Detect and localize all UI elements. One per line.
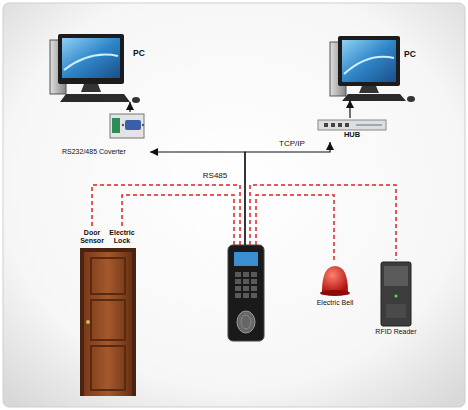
data-link [245, 142, 330, 245]
device-label: RS232/485 Coverter [62, 148, 126, 156]
signal-wire [122, 195, 234, 245]
data-link [129, 102, 130, 112]
terminal-screen [234, 252, 258, 266]
rfid-led [395, 295, 398, 298]
rfid-reader: RFID Reader [373, 260, 418, 338]
door-panel [91, 346, 125, 390]
data-link [349, 100, 350, 118]
keyboard [342, 94, 406, 101]
converter-body [110, 114, 144, 138]
mouse [132, 97, 140, 103]
fingerprint-sensor [237, 311, 255, 333]
keypad [235, 272, 257, 298]
rs232-485-converter: RS232/485 Coverter [60, 112, 150, 162]
door-panel [91, 300, 125, 340]
electric-bell: Electric Bell [310, 262, 360, 310]
hub-port [338, 123, 342, 127]
key [251, 272, 257, 277]
key [235, 279, 241, 284]
fingerprint-terminal [226, 245, 264, 342]
monitor-bezel [338, 36, 400, 86]
hub-port [324, 123, 328, 127]
monitor-screen [342, 40, 396, 82]
signal-wire [92, 185, 240, 245]
signal-wire [250, 185, 396, 260]
monitor-stand [359, 86, 379, 93]
fingerprint-ridge [241, 315, 251, 329]
rfid-pad [386, 304, 406, 318]
screen-swoosh [64, 55, 118, 70]
terminal-body [228, 245, 264, 341]
hub-port [331, 123, 335, 127]
rfid-window [384, 266, 408, 286]
key [235, 286, 241, 291]
rfid-body [381, 262, 411, 326]
door-leaf [84, 252, 132, 396]
link-label: RS485 [203, 171, 227, 180]
monitor-stand [81, 84, 101, 92]
hub-port [345, 123, 349, 127]
key [251, 279, 257, 284]
background-panel [3, 3, 465, 407]
pc-workstation: PC [318, 30, 420, 100]
device-label: Electric Lock [107, 229, 137, 245]
key [235, 293, 241, 298]
key [243, 272, 249, 277]
key [251, 293, 257, 298]
key [243, 293, 249, 298]
device-label: PC [404, 50, 416, 60]
key [251, 286, 257, 291]
key [243, 279, 249, 284]
keyboard [60, 94, 130, 102]
screen-swoosh [344, 57, 394, 74]
door-frame [80, 248, 136, 396]
data-link [150, 152, 245, 245]
terminal-block [112, 118, 120, 133]
screw [122, 124, 124, 126]
device-label: Electric Bell [317, 299, 354, 307]
screw [142, 124, 144, 126]
bell-base [320, 290, 350, 296]
key [235, 272, 241, 277]
device-label: PC [133, 49, 145, 59]
hub-strip [356, 124, 382, 126]
door-knob [86, 320, 90, 324]
door: Door SensorElectric Lock [75, 228, 140, 397]
device-label: HUB [344, 131, 360, 140]
db-connector [125, 120, 141, 130]
monitor-bezel [58, 34, 124, 84]
link-label: TCP/IP [279, 139, 305, 148]
bell-dome [322, 266, 348, 292]
device-label: Door Sensor [77, 229, 107, 245]
device-label: RFID Reader [375, 328, 416, 336]
mouse [407, 96, 415, 102]
monitor-screen [62, 38, 120, 78]
network-hub: HUB [315, 118, 388, 142]
door-panel [91, 258, 125, 294]
key [243, 286, 249, 291]
pc-workstation: PC [40, 30, 152, 102]
signal-wire [256, 195, 334, 262]
hub-body [318, 120, 386, 130]
